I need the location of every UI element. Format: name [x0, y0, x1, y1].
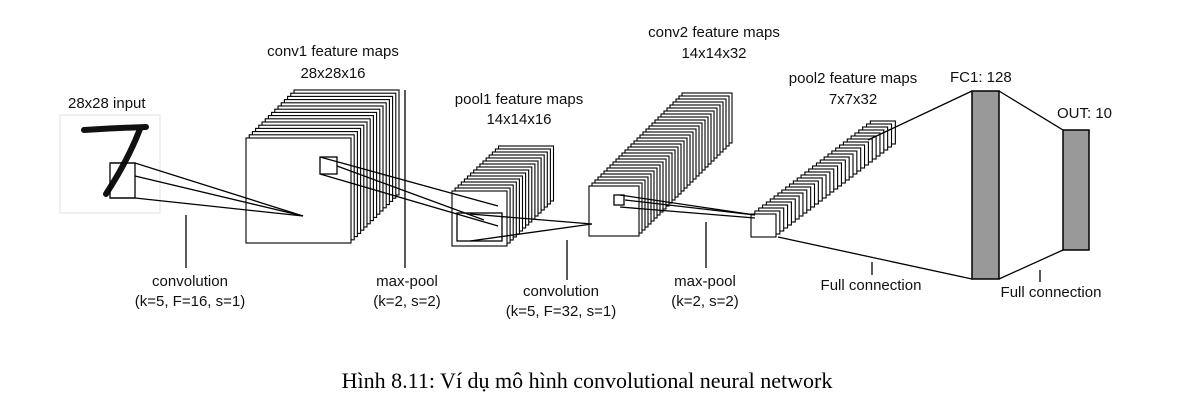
out-layer-bar	[1062, 129, 1090, 251]
op3-name: convolution	[523, 283, 599, 300]
conv1-title: conv1 feature maps	[267, 43, 399, 60]
out-label: OUT: 10	[1057, 105, 1112, 122]
pool2-stack	[750, 120, 896, 238]
conv2-kernel-window	[613, 194, 625, 206]
conv1-pool1-link-bot	[319, 173, 499, 227]
op4-params: (k=2, s=2)	[671, 293, 739, 310]
conv1-pool1-link-top	[319, 156, 499, 207]
pool2-fc1-link-top	[867, 90, 973, 141]
conv1-size: 28x28x16	[300, 65, 365, 82]
conv1-kernel-window	[319, 156, 338, 175]
input-conv1-link-mid	[134, 175, 304, 217]
pool2-size: 7x7x32	[829, 91, 877, 108]
input-label: 28x28 input	[68, 95, 146, 112]
op1-params: (k=5, F=16, s=1)	[135, 293, 245, 310]
op3-params: (k=5, F=32, s=1)	[506, 303, 616, 320]
conv2-pool2-link-mid	[624, 199, 756, 216]
conv2-pool2-link-top	[619, 194, 756, 216]
op6-name: Full connection	[1001, 284, 1102, 301]
conv1-stack-map	[245, 137, 352, 244]
fc1-out-link-top	[998, 90, 1064, 131]
input-conv1-link-top	[110, 162, 304, 217]
pool1-kernel-window	[456, 212, 503, 242]
op1-name: convolution	[152, 273, 228, 290]
fc1-out-link-bot	[998, 249, 1064, 280]
conv2-pool2-link-bot	[619, 206, 756, 219]
figure-caption: Hình 8.11: Ví dụ mô hình convolutional n…	[342, 368, 833, 393]
op4-name: max-pool	[674, 273, 736, 290]
conv2-title: conv2 feature maps	[648, 24, 780, 41]
op2-params: (k=2, s=2)	[373, 293, 441, 310]
conv2-stack-map	[588, 185, 640, 237]
pool2-stack-map	[750, 213, 777, 238]
op5-name: Full connection	[821, 277, 922, 294]
fc1-layer-bar	[971, 90, 1000, 280]
pool2-title: pool2 feature maps	[789, 70, 917, 87]
conv2-size: 14x14x32	[681, 45, 746, 62]
fc1-label: FC1: 128	[950, 69, 1012, 86]
conv1-stack	[245, 89, 400, 244]
operation-pointers	[185, 90, 1041, 282]
pool2-fc1-link-bot	[777, 236, 973, 280]
input-conv1-link-bot	[110, 197, 304, 217]
conv1-pool1-link-mid	[336, 165, 485, 221]
pool1-title: pool1 feature maps	[455, 91, 583, 108]
pool1-conv2-link-bot	[469, 223, 593, 242]
op2-name: max-pool	[376, 273, 438, 290]
pool1-size: 14x14x16	[486, 111, 551, 128]
pool1-conv2-link-top	[469, 213, 593, 225]
